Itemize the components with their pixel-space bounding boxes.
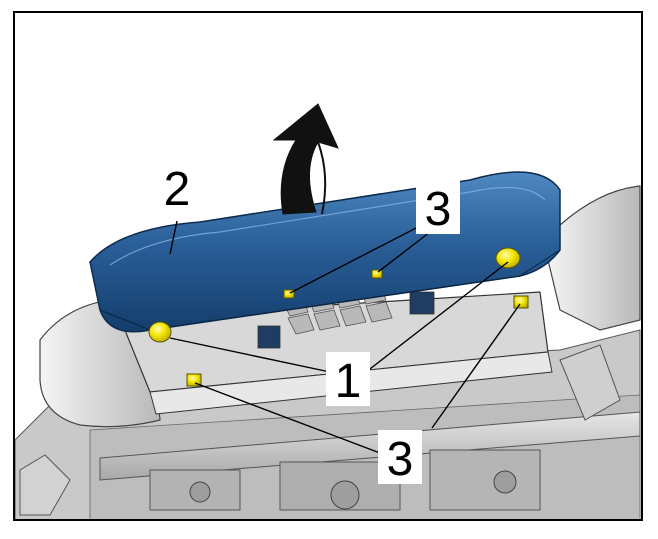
clip-icon <box>513 295 529 309</box>
clip-icon <box>495 247 521 269</box>
callout-3-top: 3 <box>425 183 452 236</box>
clip-icon <box>186 373 202 387</box>
clips-group <box>148 247 529 387</box>
figure-frame <box>13 11 643 521</box>
clip-icon <box>148 321 172 343</box>
callout-3-bottom: 3 <box>387 433 414 486</box>
right-bolster <box>547 185 641 331</box>
callouts: 2 3 1 3 <box>156 160 460 486</box>
curved-up-arrow-icon <box>272 103 339 215</box>
leader-lines <box>169 220 521 454</box>
clip-icon <box>283 289 295 299</box>
callout-1: 1 <box>335 355 362 408</box>
callout-2: 2 <box>164 163 191 216</box>
clip-icon <box>371 269 383 279</box>
